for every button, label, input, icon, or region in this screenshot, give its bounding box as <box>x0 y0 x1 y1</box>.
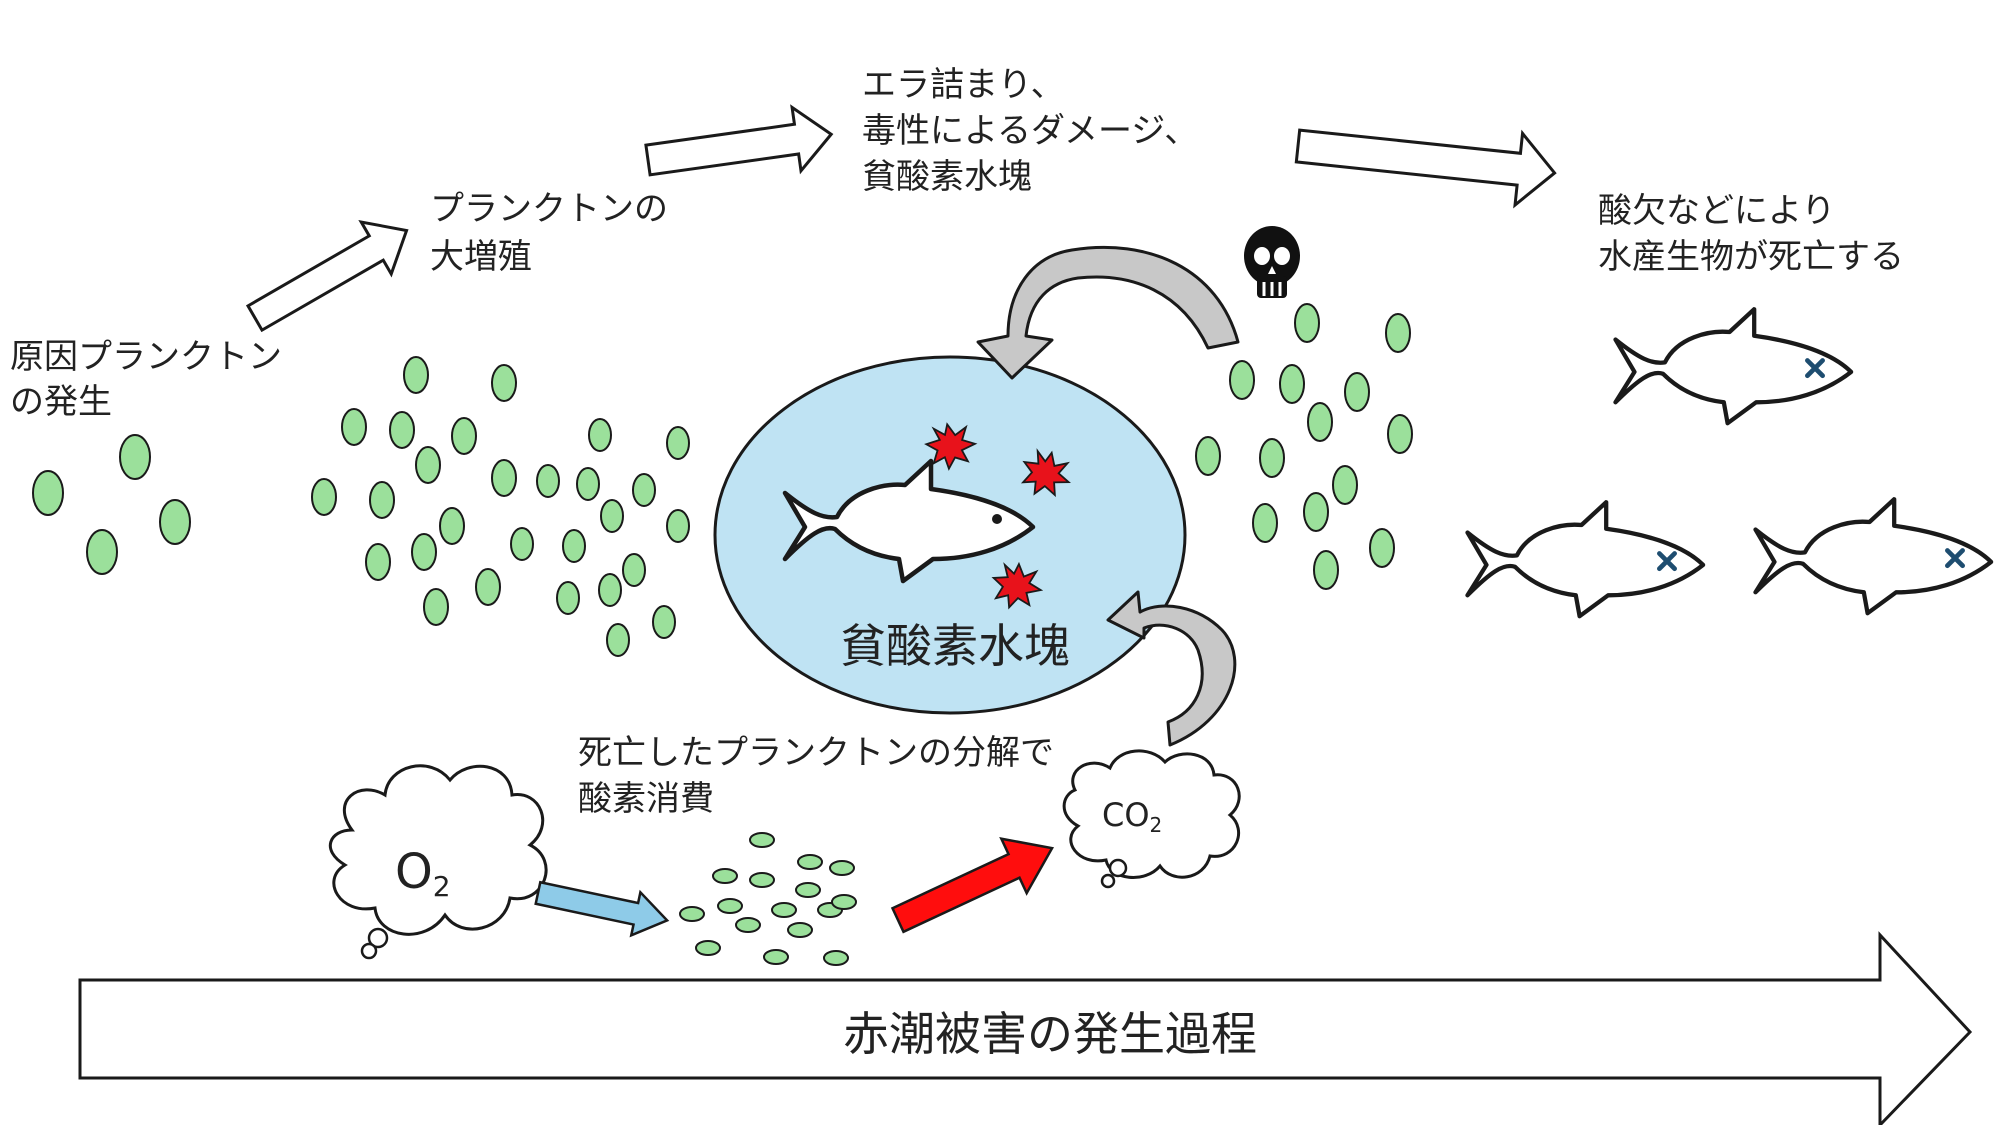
skull-icon <box>1244 226 1300 298</box>
svg-text:死亡したプランクトンの分解で: 死亡したプランクトンの分解で <box>578 733 1054 773</box>
process-arrow: 赤潮被害の発生過程 <box>78 931 1973 1125</box>
flow-arrow-3 <box>1294 128 1557 209</box>
plankton-origin <box>32 434 191 575</box>
svg-text:プランクトンの: プランクトンの <box>430 189 668 229</box>
svg-text:大増殖: 大増殖 <box>430 237 532 277</box>
o2-subscript: 2 <box>433 870 451 903</box>
plankton-dead <box>679 832 857 966</box>
flow-arrow-2 <box>644 104 834 177</box>
svg-text:O2: O2 <box>395 844 451 903</box>
svg-text:水産生物が死亡する: 水産生物が死亡する <box>1598 237 1904 277</box>
svg-text:酸欠などにより: 酸欠などにより <box>1598 191 1835 231</box>
co2-emission-arrow <box>890 837 1055 934</box>
co2-subscript: 2 <box>1150 813 1163 837</box>
fish-icon <box>785 461 1033 581</box>
svg-text:原因プランクトン: 原因プランクトン <box>10 337 282 377</box>
hypoxic-zone: 貧酸素水塊 <box>713 355 1187 715</box>
dead-fish-3 <box>1756 499 1992 613</box>
o2-label: O <box>395 844 433 900</box>
dead-fish-2 <box>1468 502 1704 616</box>
svg-text:の発生: の発生 <box>10 382 112 422</box>
bloom-label: プランクトンの 大増殖 <box>430 189 668 277</box>
co2-cloud: CO2 <box>1062 749 1241 889</box>
flow-arrow-1 <box>245 219 409 333</box>
death-label: 酸欠などにより 水産生物が死亡する <box>1598 191 1904 277</box>
damage-label: エラ詰まり、 毒性によるダメージ、 貧酸素水塊 <box>862 65 1198 197</box>
co2-label: CO <box>1102 796 1150 834</box>
svg-text:エラ詰まり、: エラ詰まり、 <box>862 65 1065 105</box>
curved-arrow-bottom <box>1106 590 1237 747</box>
svg-text:貧酸素水塊: 貧酸素水塊 <box>862 157 1032 197</box>
decomposition-label: 死亡したプランクトンの分解で 酸素消費 <box>578 733 1054 819</box>
svg-text:酸素消費: 酸素消費 <box>578 779 714 819</box>
process-label: 赤潮被害の発生過程 <box>843 1007 1257 1061</box>
svg-text:毒性によるダメージ、: 毒性によるダメージ、 <box>862 111 1198 151</box>
plankton-right <box>1195 303 1413 590</box>
svg-text:CO2: CO2 <box>1102 796 1162 837</box>
o2-cloud: O2 <box>328 764 548 960</box>
curved-arrow-top <box>976 245 1240 380</box>
hypoxic-zone-label: 貧酸素水塊 <box>840 619 1070 673</box>
plankton-bloom <box>311 356 690 657</box>
origin-label: 原因プランクトン の発生 <box>10 337 282 422</box>
dead-fish-1 <box>1616 309 1852 423</box>
o2-consumption-arrow <box>534 880 670 938</box>
